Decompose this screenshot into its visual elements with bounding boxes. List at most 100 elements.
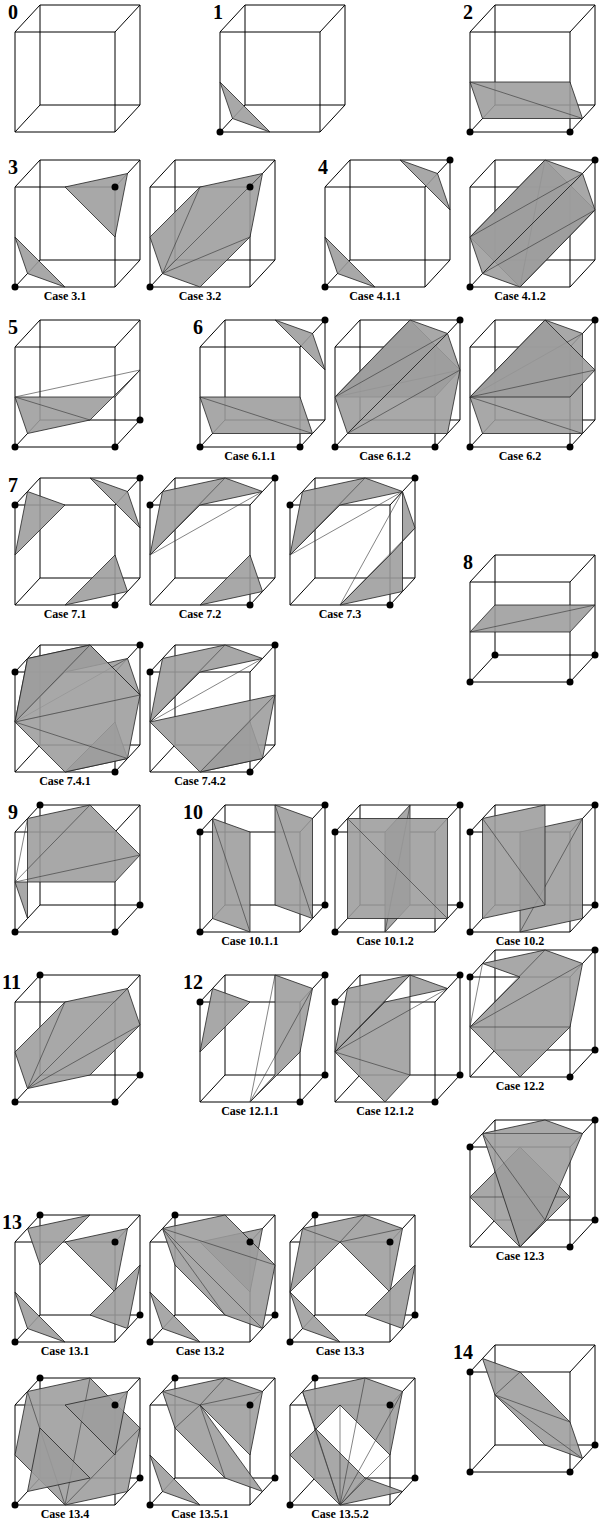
cube-edge	[460, 975, 461, 1075]
triangulation-line	[213, 819, 251, 933]
isosurface-patch	[365, 1265, 415, 1329]
cube-edge	[115, 420, 140, 447]
cube-edge	[150, 745, 175, 772]
isosurface-patch	[348, 334, 461, 434]
cube-edge	[40, 905, 140, 906]
cube-edge	[115, 905, 140, 932]
cube-edge	[595, 805, 596, 905]
cube-edge	[495, 655, 595, 656]
vertex-dot	[592, 157, 599, 164]
vertex-dot	[147, 669, 154, 676]
vertex-dot	[272, 1475, 279, 1482]
cube-edge	[470, 32, 570, 33]
vertex-dot	[592, 317, 599, 324]
cube-edge	[325, 187, 425, 188]
cube-edge	[595, 5, 596, 105]
cube-edge	[15, 932, 115, 933]
triangulation-line	[200, 1392, 263, 1406]
isosurface-patch	[150, 478, 263, 555]
cube-edge	[115, 5, 140, 32]
cube-edge	[15, 578, 40, 605]
case-number: 3	[8, 156, 18, 178]
triangulation-line	[28, 989, 128, 1089]
vertex-dot	[197, 444, 204, 451]
cube-edge	[40, 975, 140, 976]
isosurface-patch	[15, 492, 65, 556]
triangulation-line	[303, 1392, 341, 1506]
vertex-dot	[592, 1117, 599, 1124]
vertex-dot	[432, 1099, 439, 1106]
isosurface-patch	[15, 645, 140, 772]
cube-edge	[175, 578, 275, 579]
triangulation-line	[470, 605, 595, 632]
cube-edge	[275, 1378, 276, 1478]
triangulation-line	[163, 237, 251, 274]
isosurface-patch	[163, 1378, 263, 1492]
triangulation-line	[28, 1002, 66, 1089]
case-label: Case 6.1.1	[190, 449, 310, 463]
vertex-dot	[457, 972, 464, 979]
cube-edge	[300, 1075, 325, 1102]
vertex-dot	[37, 972, 44, 979]
cube-edge	[115, 320, 140, 347]
cube-edge	[570, 555, 595, 582]
vertex-dot	[12, 669, 19, 676]
triangulation-line	[483, 210, 596, 274]
vertex-dot	[297, 1099, 304, 1106]
vertex-dot	[112, 1402, 119, 1409]
cube-edge	[220, 32, 320, 33]
triangulation-line	[483, 1134, 546, 1221]
cube-edge	[470, 320, 495, 347]
triangulation-line	[15, 805, 90, 882]
case-number: 5	[8, 316, 18, 338]
vertex-dot	[137, 1475, 144, 1482]
cube-edge	[470, 682, 570, 683]
cube-edge	[470, 555, 495, 582]
isosurface-patch	[483, 1359, 583, 1459]
cube-edge	[115, 260, 140, 287]
isosurface-patch	[28, 1428, 91, 1492]
vertex-dot	[467, 1144, 474, 1151]
isosurface-patch	[150, 1455, 200, 1505]
cube-edge	[140, 160, 141, 260]
isosurface-patch	[483, 1120, 583, 1247]
cube-edge	[595, 950, 596, 1050]
vertex-dot	[247, 602, 254, 609]
cube-edge	[320, 5, 345, 32]
case-number: 14	[453, 1341, 473, 1363]
triangulation-line	[15, 397, 90, 420]
vertex-dot	[332, 999, 339, 1006]
vertex-dot	[112, 929, 119, 936]
cube-edge	[150, 578, 175, 605]
case-label: Case 3.1	[5, 289, 125, 303]
case-number: 6	[193, 316, 203, 338]
case-label: Case 3.2	[140, 289, 260, 303]
case-label: Case 7.4.2	[140, 774, 260, 788]
vertex-dot	[467, 1469, 474, 1476]
triangulation-line	[28, 1025, 141, 1089]
case-label: Case 12.1.1	[190, 1104, 310, 1118]
cube-edge	[15, 105, 40, 132]
triangulation-line	[340, 1392, 403, 1506]
triangulation-line	[303, 1229, 341, 1243]
cube-edge	[40, 5, 41, 105]
isosurface-patch	[28, 1215, 91, 1265]
cube-edge	[150, 160, 175, 187]
case-label: Case 7.3	[280, 607, 400, 621]
vertex-dot	[332, 444, 339, 451]
triangulation-line	[340, 1478, 365, 1505]
isosurface-patch	[470, 82, 583, 119]
cube-edge	[175, 160, 275, 161]
isosurface-patch	[470, 950, 583, 1077]
case-label: Case 13.4	[5, 1507, 125, 1521]
vertex-dot	[412, 475, 419, 482]
cube-edge	[435, 1075, 460, 1102]
case-number: 4	[318, 156, 328, 178]
isosurface-patch	[90, 1265, 140, 1329]
vertex-dot	[567, 1074, 574, 1081]
vertex-dot	[312, 1375, 319, 1382]
cube-edge	[245, 5, 246, 105]
cube-edge	[40, 260, 140, 261]
triangulation-line	[348, 370, 461, 434]
isosurface-patch	[400, 160, 450, 210]
